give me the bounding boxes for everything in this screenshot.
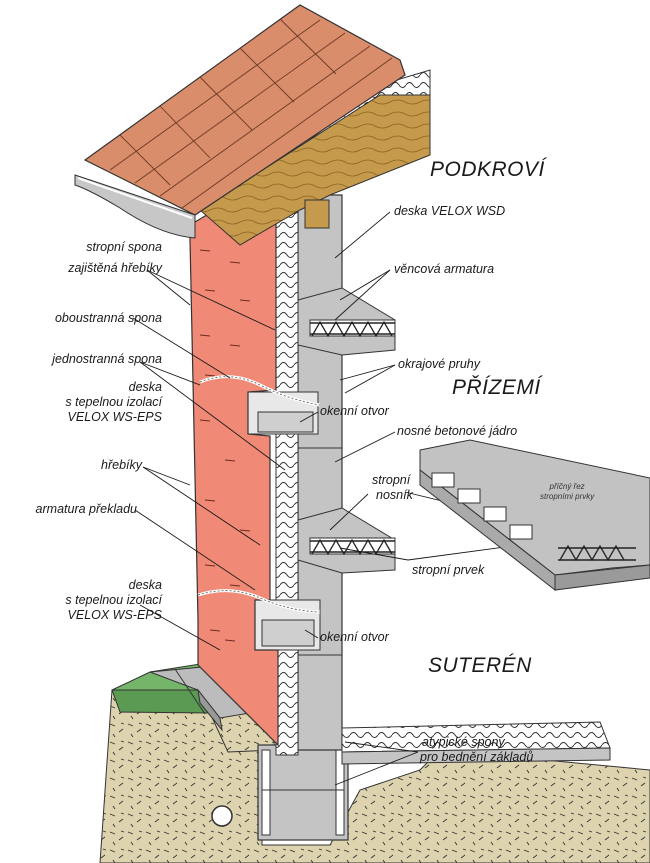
window-opening-upper [247, 391, 319, 435]
label-window-opening-2: okenní otvor [320, 630, 389, 644]
inner-insulation [275, 184, 299, 756]
label-joist: stropní nosník [372, 473, 413, 502]
roof-tiles [83, 4, 406, 216]
label-window-opening-1: okenní otvor [320, 404, 389, 418]
gutter [74, 174, 196, 239]
section-attic: PODKROVÍ [430, 158, 545, 181]
soil [99, 689, 650, 863]
label-edge-strips: okrajové pruhy [398, 357, 480, 371]
label-single-clip: jednostranná spona [52, 352, 162, 366]
foundation-block [257, 744, 349, 841]
label-board-wsd: deska VELOX WSD [394, 204, 506, 218]
label-nails: hřebíky [101, 458, 142, 472]
label-lintel-reinforcement: armatura překladu [35, 502, 137, 516]
label-ceiling-clip: stropní spona zajištěná hřebíky [68, 240, 162, 275]
label-board-eps-1: deska s tepelnou izolací VELOX WS-EPS [65, 380, 162, 424]
section-basement: SUTERÉN [428, 654, 532, 677]
roof-rafters [199, 94, 431, 246]
label-ceiling-element: stropní prvek [412, 563, 485, 577]
section-ground-floor: PŘÍZEMÍ [452, 376, 541, 399]
floor-slab-middle [297, 507, 396, 574]
plaster-wall [189, 194, 321, 747]
inset-cross-section [419, 439, 650, 592]
inset-caption: příčný řez stropními prvky [540, 482, 595, 501]
floor-slab-upper [297, 287, 396, 356]
concrete-core [297, 194, 343, 751]
label-double-clip: oboustranná spona [54, 311, 162, 325]
label-atypical-clips: atypické spony pro bednění základů [420, 735, 534, 764]
label-concrete-core: nosné betonové jádro [397, 424, 518, 438]
label-board-eps-2: deska s tepelnou izolací VELOX WS-EPS [65, 578, 162, 622]
floor-slab-basement [341, 721, 611, 765]
drain-pipe [211, 805, 233, 827]
label-ring-reinforcement: věncová armatura [394, 262, 495, 276]
